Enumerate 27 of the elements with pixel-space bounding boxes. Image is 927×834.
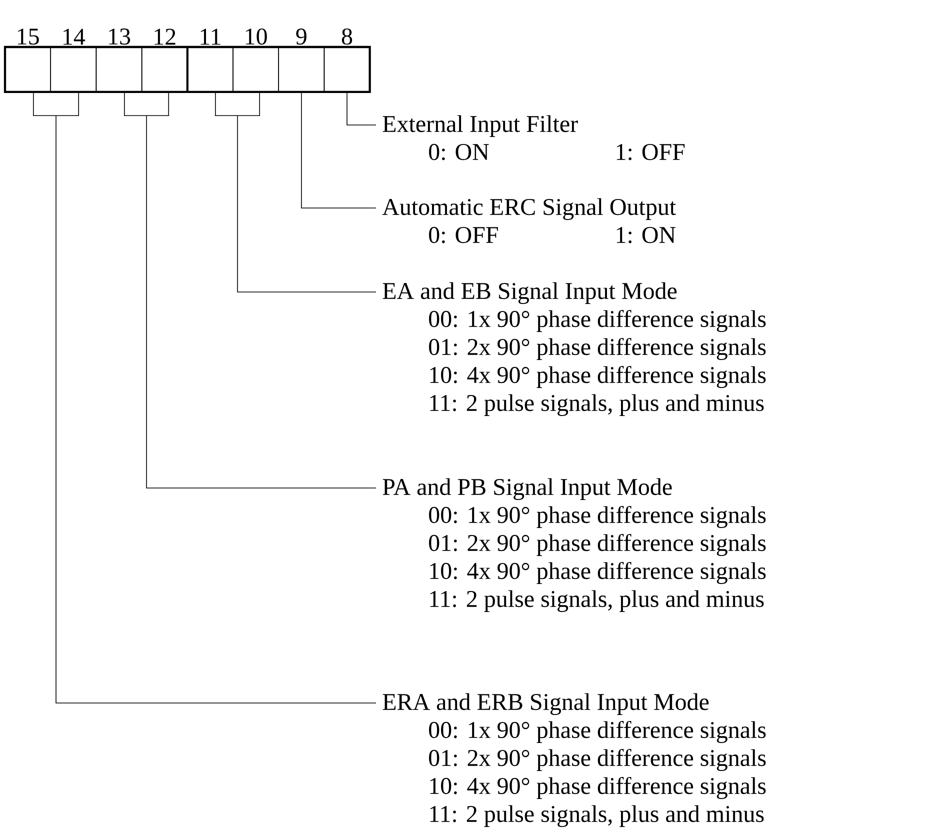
node-label: 8 bbox=[342, 28, 352, 45]
field-description: Automatic ERC Signal Output 0: OFF 1: ON bbox=[382, 198, 676, 244]
field-description: PA and PB Signal Input Mode 00: 1x 90° phase difference signals 01: 2x 90° phase difference signals 10: 4x 90° phase difference signals 11: 2 pulse signals, plus and minus bbox=[382, 478, 766, 612]
node-label: 12 bbox=[154, 28, 176, 45]
node-label: 13 bbox=[109, 28, 130, 45]
bit-cell: 8 bbox=[324, 28, 370, 92]
field-description: External Input Filter 0: ON 1: OFF bbox=[382, 115, 685, 160]
field-description: ERA and ERB Signal Input Mode 00: 1x 90° phase difference signals 01: 2x 90° phase difference signals 10: 4x 90° phase difference signals 11: 2 pulse signals, plus and minus bbox=[382, 693, 766, 828]
bit-cell: 10 bbox=[232, 28, 279, 92]
bracket bbox=[33, 90, 79, 116]
node-label: 14 bbox=[64, 28, 86, 45]
field-description: EA and EB Signal Input Mode 00: 1x 90° phase difference signals 01: 2x 90° phase difference signals 10: 4x 90° phase difference signals 11: 2 pulse signals, plus and minus bbox=[382, 282, 766, 416]
node-label: 11 bbox=[200, 28, 220, 45]
bit-cell: 9 bbox=[278, 28, 325, 92]
node-label: 10 bbox=[246, 28, 267, 45]
leader-line bbox=[237, 115, 376, 292]
leader-line bbox=[56, 115, 376, 704]
bracket bbox=[215, 90, 260, 116]
leader-line bbox=[301, 92, 376, 208]
bracket bbox=[124, 90, 170, 116]
leader-line bbox=[346, 92, 376, 126]
node-label: 15 bbox=[18, 28, 39, 45]
bit-cell: 12 bbox=[141, 28, 188, 92]
bit-cell: 14 bbox=[50, 28, 97, 92]
node-label: 9 bbox=[296, 28, 306, 45]
leader-line bbox=[146, 115, 376, 488]
bit-cell: 13 bbox=[96, 28, 142, 92]
